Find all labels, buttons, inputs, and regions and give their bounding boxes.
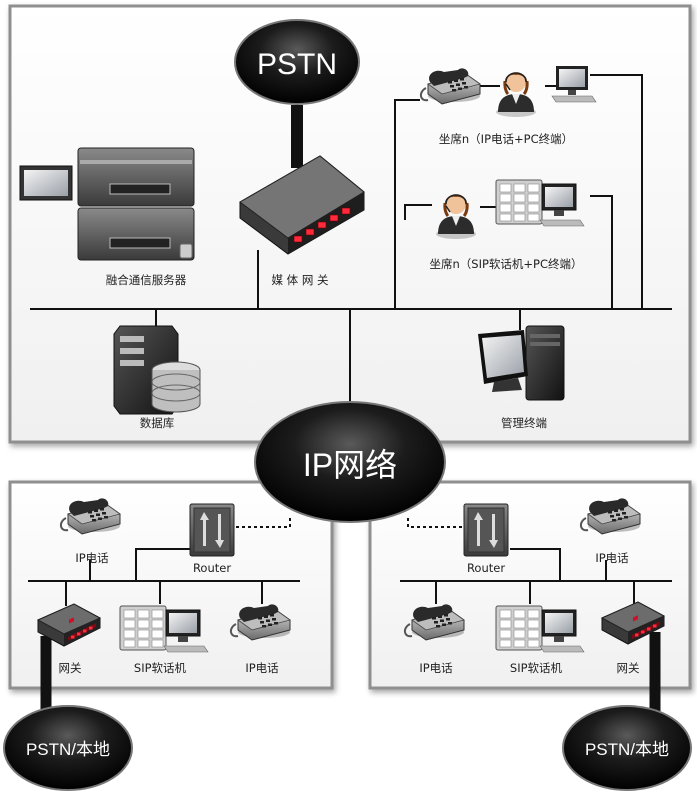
branch-left-router-label: Router (193, 561, 231, 575)
mgmt-terminal-label: 管理终端 (501, 416, 547, 430)
pstn-local-right-label: PSTN/本地 (585, 740, 669, 759)
database-icon (113, 325, 201, 415)
branch-right-dashed-link (407, 518, 464, 528)
branch-left-panel (8, 480, 334, 690)
branch-left-router-icon (189, 503, 235, 557)
ip-network-label: IP网络 (303, 447, 397, 483)
branch-right-lines (400, 548, 672, 606)
pstn-local-left-cloud: PSTN/本地 (3, 705, 133, 791)
branch-right-sip-softphone-label: SIP软话机 (510, 661, 563, 675)
pstn-top-cloud: PSTN (234, 19, 360, 105)
server-label: 融合通信服务器 (106, 273, 187, 287)
agent-ip-label: 坐席n（IP电话+PC终端） (439, 132, 573, 146)
database-label: 数据库 (140, 416, 175, 430)
agent-sip-label: 坐席n（SIP软话机+PC终端） (429, 257, 582, 271)
media-gateway-label: 媒 体 网 关 (272, 273, 329, 287)
branch-right-gateway-label: 网关 (617, 661, 640, 675)
mgmt-terminal-icon (478, 325, 565, 401)
branch-right-ip-phone-top-label: IP电话 (595, 551, 629, 565)
pstn-local-left-label: PSTN/本地 (26, 740, 110, 759)
branch-left-ip-phone-top-label: IP电话 (75, 551, 109, 565)
branch-left-dashed-link (236, 518, 291, 528)
convergence-server-icon (19, 147, 195, 261)
branch-right-router-icon (463, 503, 509, 557)
branch-left-sip-softphone-label: SIP软话机 (134, 661, 187, 675)
branch-right-ip-phone-label: IP电话 (419, 661, 453, 675)
pstn-top-label: PSTN (257, 48, 337, 81)
pstn-local-right-cloud: PSTN/本地 (562, 705, 692, 791)
branch-left-ip-phone-label: IP电话 (245, 661, 279, 675)
branch-left-lines (28, 548, 300, 606)
branch-right-router-label: Router (467, 561, 505, 575)
branch-left-gateway-label: 网关 (59, 661, 82, 675)
ip-network-cloud: IP网络 (254, 401, 446, 523)
media-gateway-icon (239, 155, 365, 255)
